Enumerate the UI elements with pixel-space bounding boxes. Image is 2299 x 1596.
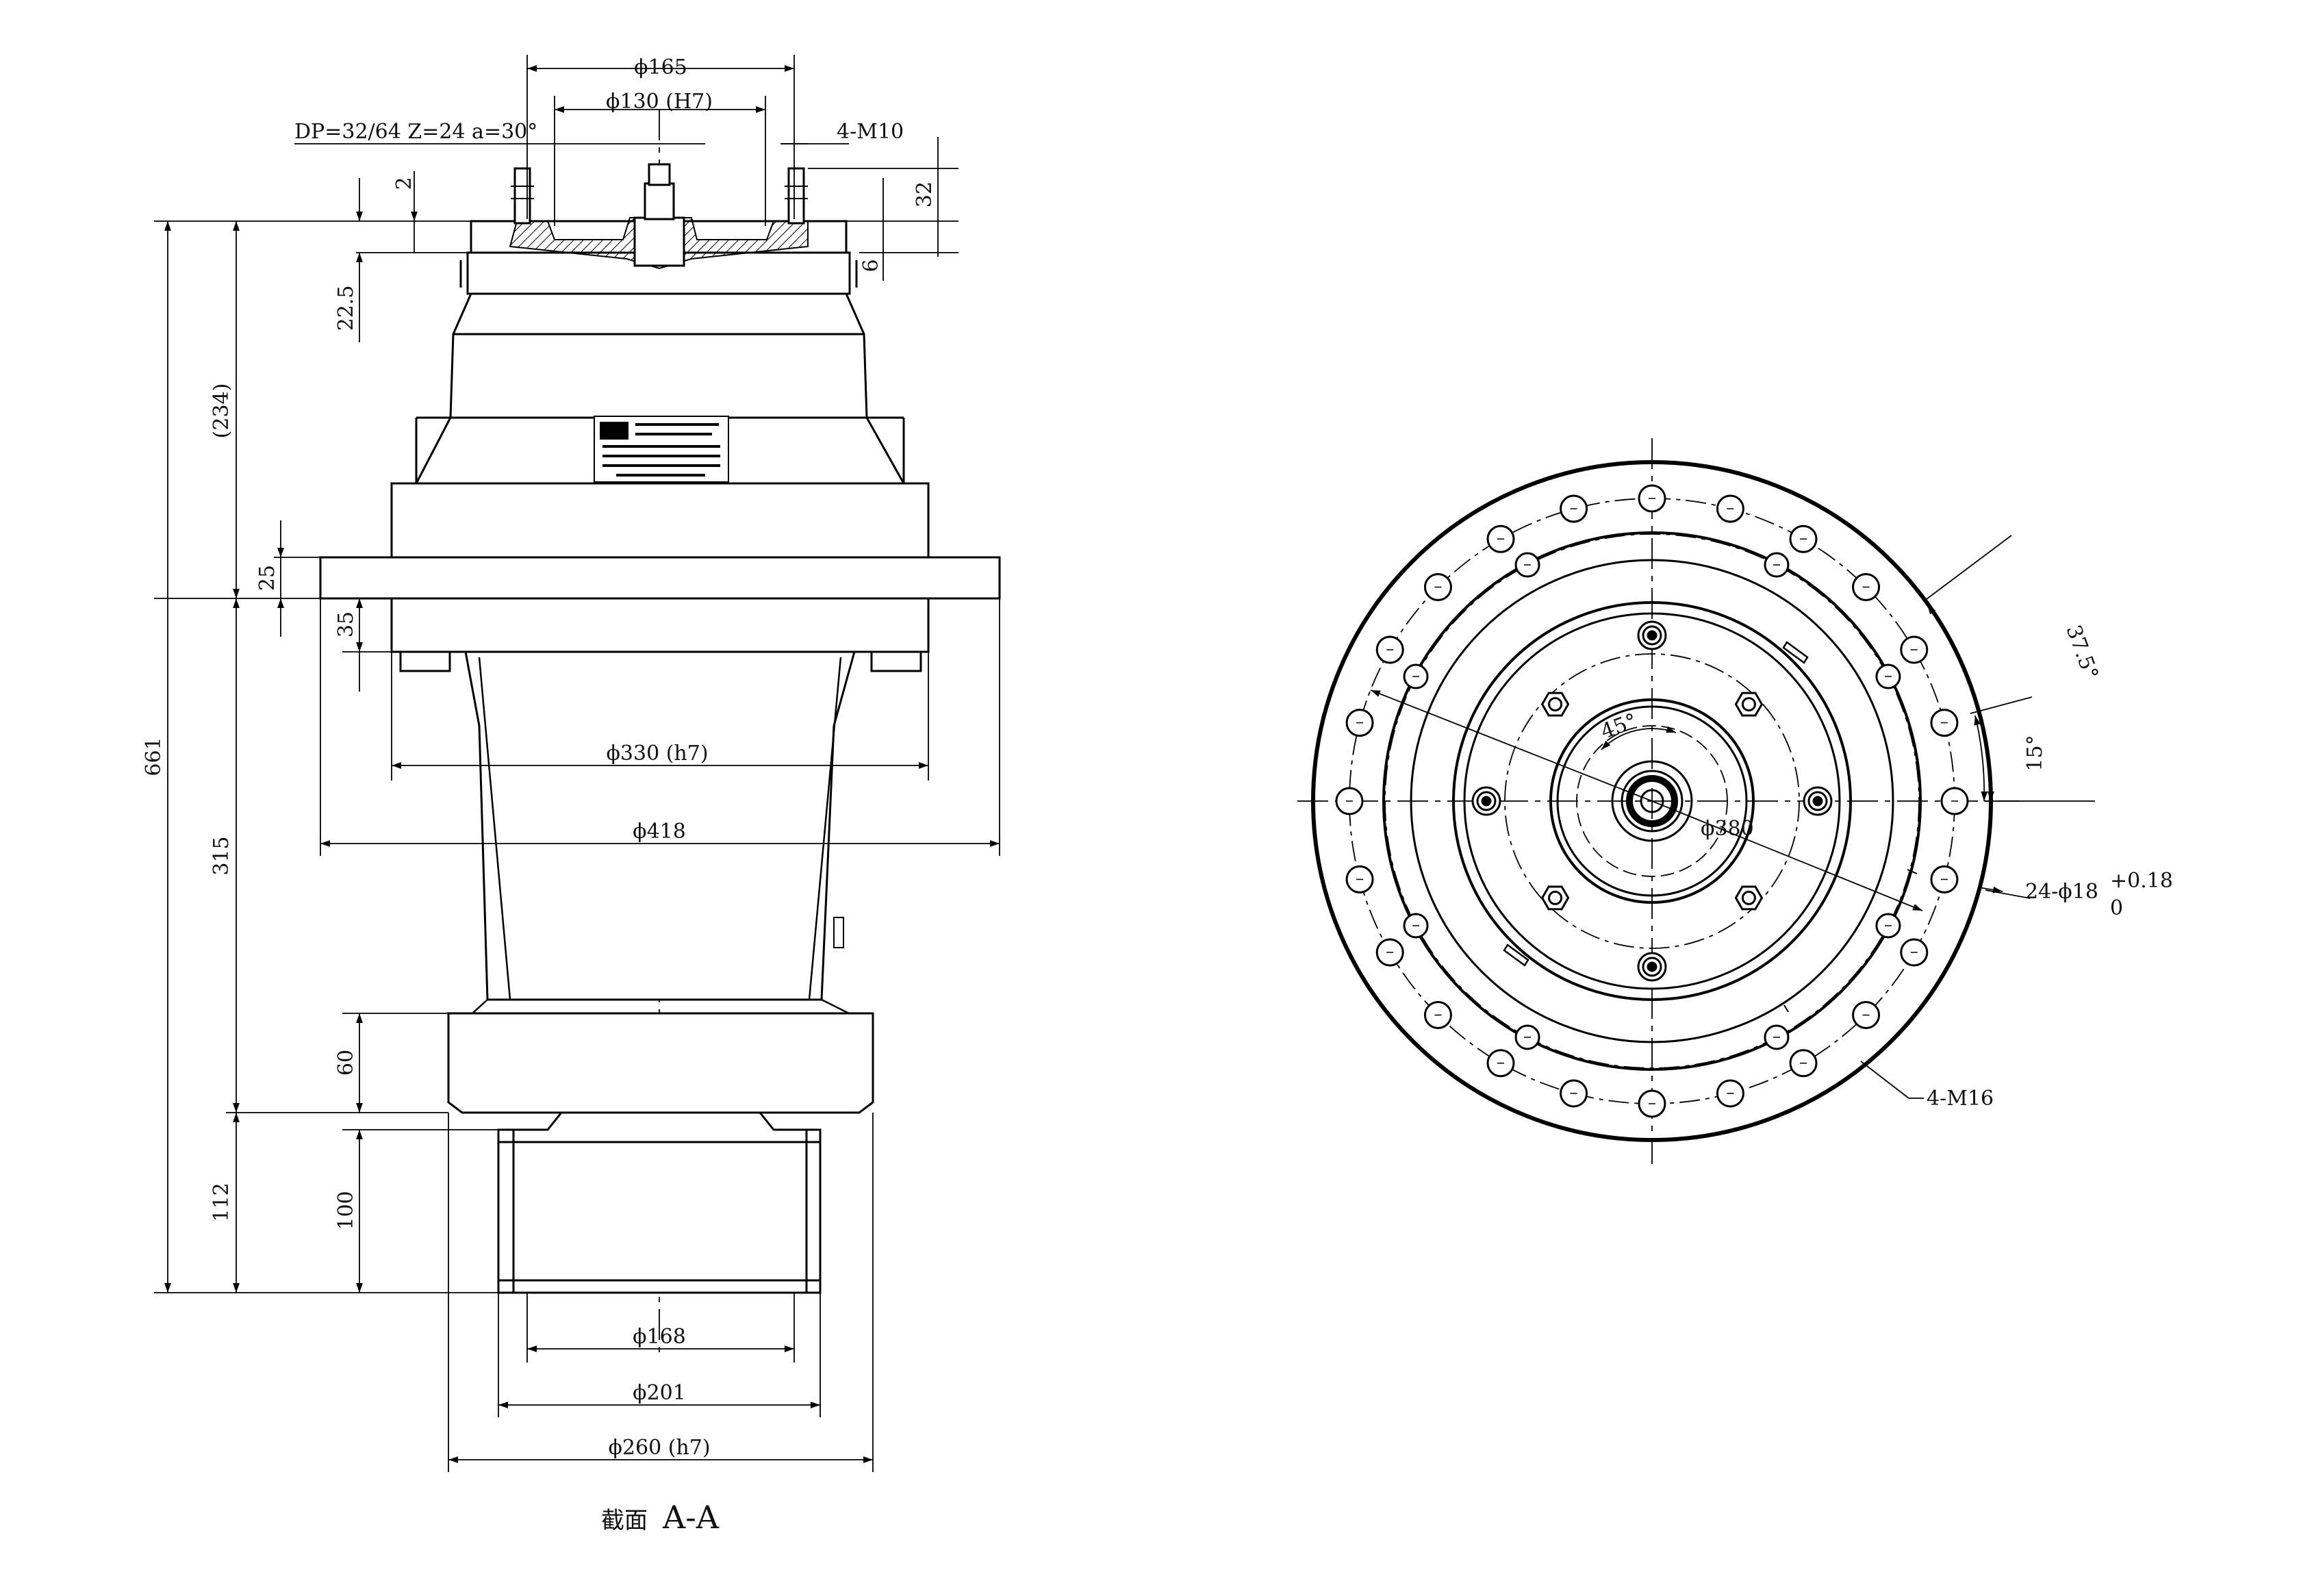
upper-body [390, 482, 930, 559]
flange-hole [1423, 572, 1452, 601]
dim-234: (234) [209, 383, 233, 439]
hub-nut [1734, 692, 1764, 717]
dim-angle-15: 15° [2023, 735, 2047, 771]
hub-bolt [1637, 952, 1667, 982]
tapped-hole [1403, 913, 1429, 939]
stud-left [513, 167, 531, 225]
dim-d130: ϕ130 (H7) [606, 90, 713, 114]
hub-circle-3 [1576, 725, 1728, 877]
dim-d330: ϕ330 (h7) [606, 742, 708, 765]
hub-circle-1 [1549, 698, 1755, 904]
dim-angle-45: 45° [1598, 709, 1640, 744]
tapped-hole [1764, 1024, 1790, 1050]
dim-d380: ϕ380 [1701, 817, 1754, 841]
housing-circle-2 [1410, 559, 1894, 1043]
dim-100: 100 [334, 1191, 358, 1230]
housing-circle-3 [1452, 601, 1852, 1001]
stud-right [787, 167, 805, 225]
flange-hole [1345, 865, 1374, 894]
bolt-holes [1471, 620, 1833, 982]
dim-d418: ϕ418 [633, 820, 686, 844]
housing-circle-1 [1382, 531, 1922, 1071]
housing-circle-4 [1463, 612, 1841, 990]
dim-315: 315 [209, 836, 233, 875]
front-dimension-lines [1370, 535, 2095, 1099]
dim-60: 60 [334, 1050, 358, 1076]
shaft-circle-2 [1621, 770, 1684, 833]
hub-bolt [1471, 786, 1501, 816]
dim-angle-37-5: 37.5° [2061, 622, 2103, 683]
flange-hole [1375, 635, 1404, 664]
dim-6: 6 [859, 259, 883, 272]
front-view [1297, 438, 2020, 1164]
shaft-circle-3 [1626, 775, 1678, 827]
flange-hole [1560, 494, 1588, 523]
dim-32: 32 [913, 181, 937, 207]
flange-hole [1486, 524, 1515, 553]
flange-hole [1716, 494, 1744, 523]
flange-hole [1560, 1079, 1588, 1108]
flange-hole [1900, 938, 1929, 967]
dim-4-m16: 4-M16 [1927, 1087, 1994, 1111]
dim-d165: ϕ165 [634, 55, 687, 79]
hub-nut [1540, 885, 1570, 911]
dim-661: 661 [142, 737, 166, 776]
section-view-a-a [319, 110, 1001, 1359]
flange-hole [1423, 1001, 1452, 1030]
pcd-circle [1504, 653, 1800, 949]
flange-hole [1638, 484, 1666, 513]
output-shaft [497, 1111, 822, 1294]
dim-d168: ϕ168 [633, 1325, 686, 1349]
hub-nut [1734, 885, 1764, 911]
hub-bolt [1637, 620, 1667, 650]
flange-hole [1852, 1001, 1881, 1030]
tapped-hole [1514, 552, 1540, 578]
pinion-bore [633, 216, 685, 267]
section-dimension-lines [154, 55, 1000, 1472]
dim-4-m10: 4-M10 [837, 120, 904, 144]
flange-hole [1486, 1049, 1515, 1078]
dim-24-holes: 24-ϕ18 [2025, 880, 2098, 904]
flange-hole [1940, 787, 1969, 815]
flange-hole [1930, 709, 1959, 737]
flange-hole [1638, 1089, 1666, 1118]
dim-d260: ϕ260 (h7) [608, 1436, 710, 1460]
flange-hole [1789, 1049, 1818, 1078]
dim-22-5: 22.5 [334, 286, 358, 331]
main-flange [319, 556, 1001, 600]
flange-hole [1716, 1079, 1744, 1108]
hub-circle-2 [1556, 705, 1748, 897]
section-caption-prefix: 截面 [601, 1507, 648, 1534]
shaft-circle-1 [1611, 760, 1693, 842]
flange-hole [1852, 572, 1881, 601]
tapped-hole [1764, 552, 1790, 578]
dim-spline: DP=32/64 Z=24 a=30° [294, 120, 537, 144]
dim-112: 112 [209, 1182, 233, 1221]
dim-d201: ϕ201 [633, 1381, 686, 1405]
outer-holes [1335, 484, 1969, 1118]
tapped-hole [1403, 663, 1429, 689]
dim-35: 35 [334, 611, 358, 637]
hub-nut [1540, 692, 1570, 717]
lower-housing [447, 1012, 874, 1114]
pilot-ring [390, 597, 930, 653]
section-caption-name: A-A [662, 1499, 720, 1536]
dim-25: 25 [255, 565, 279, 591]
tapped-hole [1875, 913, 1901, 939]
dim-2: 2 [392, 177, 416, 190]
flange-hole [1375, 938, 1404, 967]
dim-tolerance-upper: +0.18 [2110, 869, 2173, 893]
shaft-circle-4 [1640, 789, 1664, 813]
flange-hole [1930, 865, 1959, 894]
tapped-hole [1875, 663, 1901, 689]
flange-hole [1345, 709, 1374, 737]
dim-tolerance-lower: 0 [2110, 896, 2123, 920]
flange-hole [1900, 635, 1929, 664]
flange-hole [1789, 524, 1818, 553]
hub-bolt [1803, 786, 1833, 816]
flange-hole [1335, 787, 1364, 815]
tapped-hole [1514, 1024, 1540, 1050]
inner-holes [1403, 552, 1901, 1050]
